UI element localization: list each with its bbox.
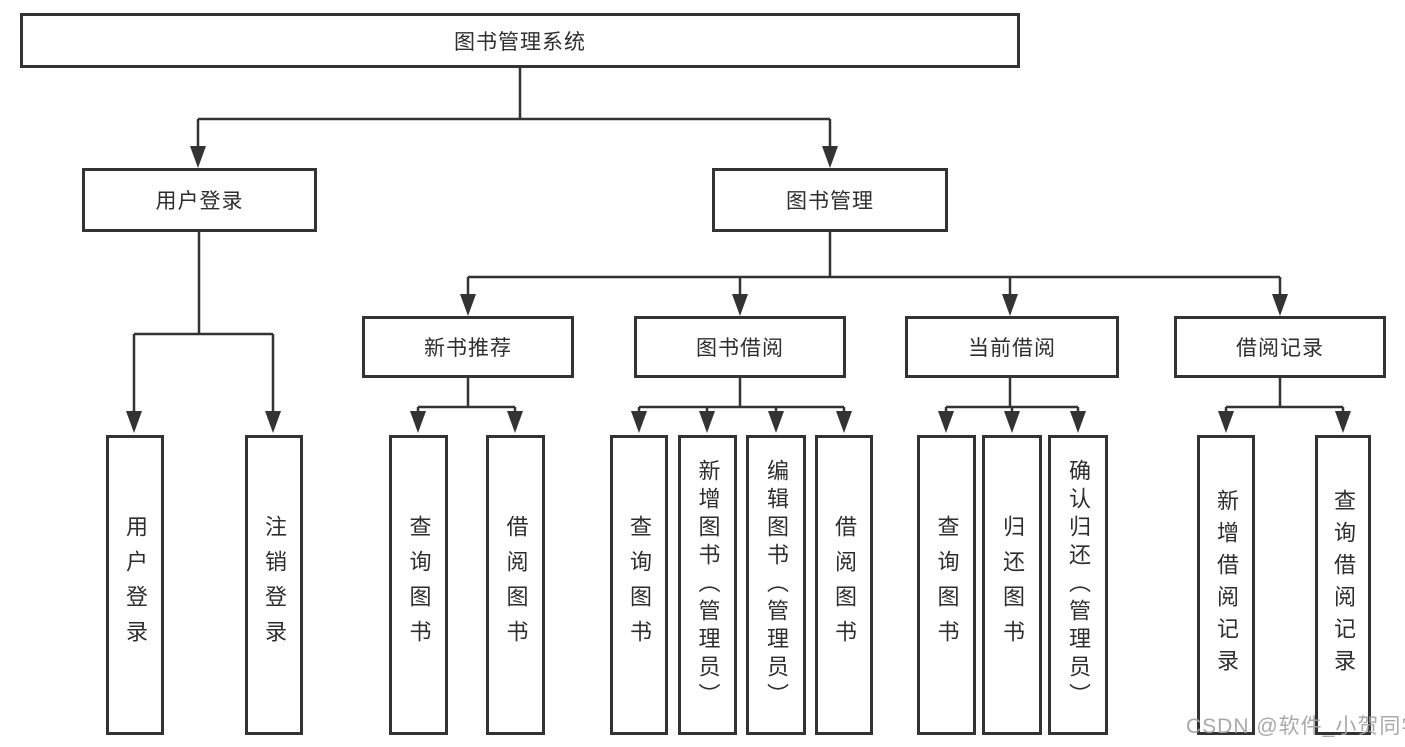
node-label: 用户登录 [123,515,148,655]
node-label: 注销登录 [262,515,287,655]
node-book-management: 图书管理 [712,168,948,232]
node-label: 查询图书 [406,515,432,655]
node-label: 借阅图书 [503,515,529,655]
node-leaf-confirm-return-admin: 确认归还（管理员） [1048,435,1108,735]
node-leaf-user-login: 用户登录 [106,435,164,735]
arrowhead [1218,411,1234,433]
node-library-management-system: 图书管理系统 [20,13,1020,68]
node-leaf-borrow-books-borrow: 借阅图书 [815,435,873,735]
arrowhead [699,411,715,433]
node-label: 查询图书 [934,515,960,655]
node-user-login: 用户登录 [82,168,317,232]
arrowhead [410,411,426,433]
csdn-watermark: CSDN @软件_小贺同学 [1186,715,1405,738]
arrowhead [938,411,954,433]
arrowhead [507,411,523,433]
node-borrow-records: 借阅记录 [1174,316,1386,378]
connector-book-borrow-branch [631,378,852,433]
node-leaf-edit-book-admin: 编辑图书（管理员） [746,435,806,735]
arrowhead [1002,294,1018,316]
node-book-borrow: 图书借阅 [634,316,846,378]
arrowhead [126,411,142,433]
arrowhead [1335,411,1351,433]
node-label: 新增图书（管理员） [695,459,721,711]
arrowhead [1272,294,1288,316]
node-leaf-query-books-recommend: 查询图书 [389,435,448,735]
node-label: 查询借阅记录 [1331,489,1356,681]
node-new-book-recommend: 新书推荐 [362,316,574,378]
connector-book-management-branch [460,232,1288,316]
node-label: 编辑图书（管理员） [764,459,789,711]
node-leaf-logout: 注销登录 [245,435,303,735]
node-leaf-borrow-books-recommend: 借阅图书 [486,435,545,735]
node-leaf-query-books-borrow: 查询图书 [610,435,668,735]
node-label: 查询图书 [627,515,652,655]
connector-new-book-recommend-branch [410,378,523,433]
arrowhead [1004,411,1020,433]
arrowhead [836,411,852,433]
node-leaf-add-borrow-record: 新增借阅记录 [1197,435,1255,735]
arrowhead [631,411,647,433]
arrowhead [732,294,748,316]
node-leaf-query-books-current: 查询图书 [917,435,976,735]
arrowhead [822,146,838,168]
node-label: 归还图书 [1000,515,1025,655]
arrowhead [460,294,476,316]
connector-root-to-level2 [190,68,838,168]
node-leaf-query-borrow-record: 查询借阅记录 [1315,435,1371,735]
node-label: 新增借阅记录 [1214,489,1239,681]
node-leaf-add-book-admin: 新增图书（管理员） [678,435,737,735]
arrowhead [190,146,206,168]
node-label: 确认归还（管理员） [1066,459,1091,711]
node-current-borrow: 当前借阅 [905,316,1119,378]
connector-borrow-records-branch [1218,378,1351,433]
arrowhead [265,411,281,433]
connector-current-borrow-branch [938,378,1086,433]
node-leaf-return-books: 归还图书 [982,435,1042,735]
arrowhead [1070,411,1086,433]
node-label: 借阅图书 [832,515,857,655]
arrowhead [768,411,784,433]
connector-user-login-branch [126,232,281,433]
